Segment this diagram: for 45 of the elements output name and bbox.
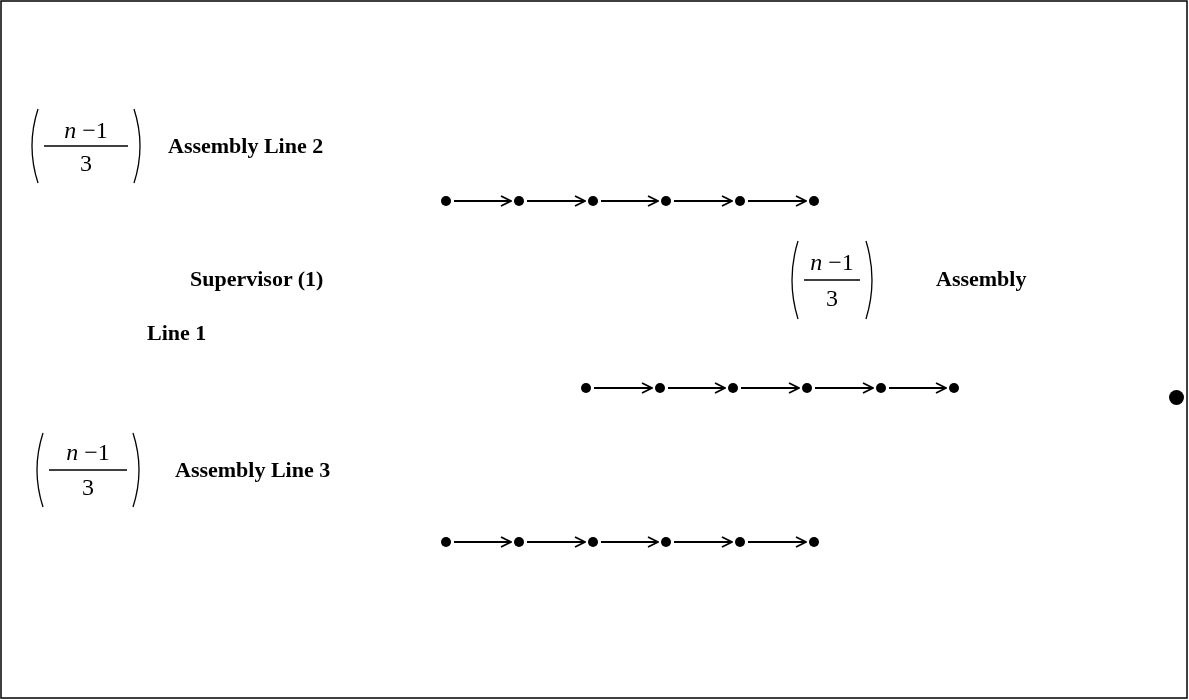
dot [441, 196, 451, 206]
denominator: 3 [826, 284, 838, 312]
arrow [747, 536, 807, 548]
arrow [526, 195, 586, 207]
arrow [453, 536, 512, 548]
dot [441, 537, 451, 547]
arrow [673, 195, 733, 207]
denominator: 3 [82, 473, 94, 501]
dot [661, 196, 671, 206]
dot [809, 196, 819, 206]
arrow [600, 195, 659, 207]
dot [809, 537, 819, 547]
dot [728, 383, 738, 393]
arrow [667, 382, 726, 394]
arrow [673, 536, 733, 548]
dot [735, 196, 745, 206]
line-label: Line 1 [147, 320, 207, 346]
arrow [593, 382, 653, 394]
line-label: Assembly [936, 266, 1027, 292]
dot [581, 383, 591, 393]
arrow [888, 382, 947, 394]
arrow [453, 195, 512, 207]
dot [802, 383, 812, 393]
arrow [600, 536, 659, 548]
dot [588, 537, 598, 547]
dot [735, 537, 745, 547]
numerator: n −1 [66, 438, 110, 466]
dot [876, 383, 886, 393]
arrow [740, 382, 800, 394]
numerator: n −1 [64, 116, 108, 144]
dot [514, 537, 524, 547]
dot [588, 196, 598, 206]
dot [661, 537, 671, 547]
line-label: Supervisor (1) [190, 266, 324, 292]
dot [655, 383, 665, 393]
numerator: n −1 [810, 248, 854, 276]
arrow [814, 382, 874, 394]
arrow [526, 536, 586, 548]
line-label: Assembly Line 2 [168, 133, 324, 159]
dot [514, 196, 524, 206]
denominator: 3 [80, 149, 92, 177]
arrow [747, 195, 807, 207]
dot [1168, 389, 1184, 405]
line-label: Assembly Line 3 [175, 457, 331, 483]
dot [949, 383, 959, 393]
